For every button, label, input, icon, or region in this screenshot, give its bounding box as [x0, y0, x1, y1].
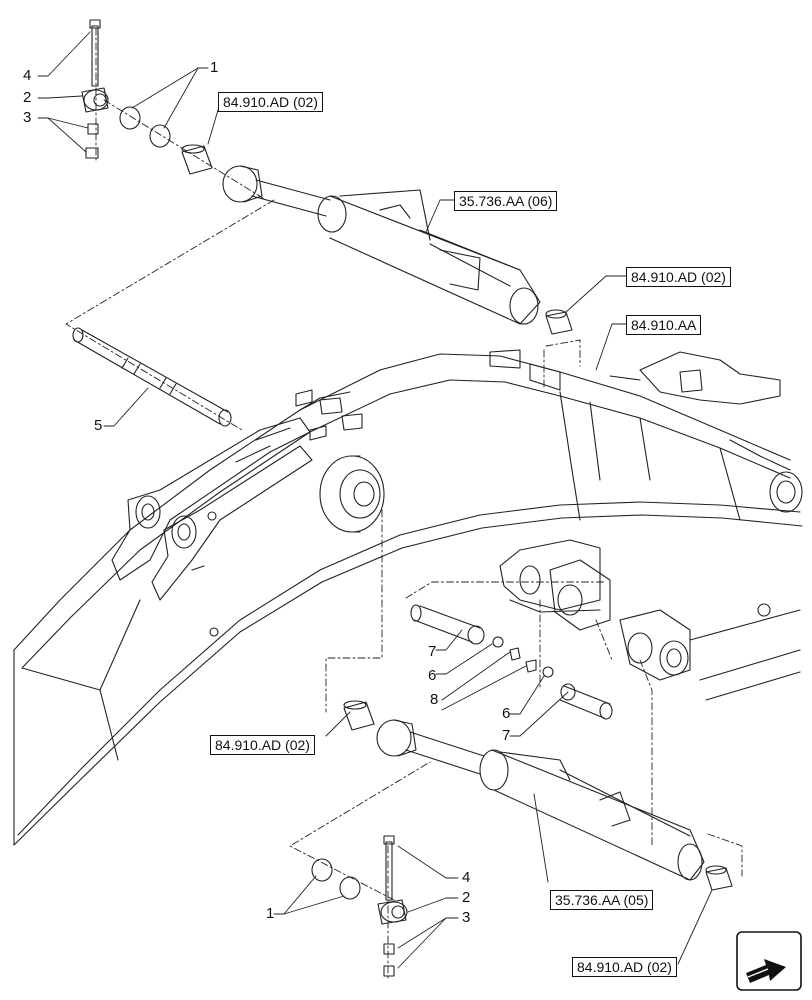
item-label-2-top: 2	[23, 89, 32, 106]
top-hardware	[81, 19, 171, 159]
bottom-cylinder	[376, 719, 705, 881]
bottom-hardware	[311, 835, 408, 977]
item-label-5: 5	[94, 417, 103, 434]
item-label-2-bottom: 2	[462, 889, 471, 906]
front-lug-plates	[111, 417, 313, 637]
phantom-lines	[65, 27, 743, 979]
middle-pins	[410, 604, 613, 720]
item-label-7-mid-a: 7	[428, 643, 437, 660]
ref-callout-cylinder-top[interactable]: 35.736.AA (06)	[454, 191, 558, 211]
lower-right-lugs	[499, 539, 801, 701]
ref-callout-bottom-bushing[interactable]: 84.910.AD (02)	[572, 957, 677, 977]
navigation-arrow-icon[interactable]	[736, 931, 802, 991]
pin-5	[72, 327, 232, 427]
ref-callout-boom[interactable]: 84.910.AA	[626, 315, 702, 335]
item-label-4-top: 4	[23, 67, 32, 84]
boom-outline	[13, 349, 803, 846]
ref-callout-cylinder-bottom[interactable]: 35.736.AA (05)	[550, 890, 654, 910]
top-cylinder	[222, 165, 541, 325]
item-label-1-top: 1	[210, 59, 219, 76]
item-label-7-mid-b: 7	[502, 727, 511, 744]
item-label-1-bottom: 1	[266, 905, 275, 922]
item-label-8: 8	[430, 691, 439, 708]
ref-callout-top-bushing[interactable]: 84.910.AD (02)	[218, 92, 323, 112]
ref-callout-left-bushing[interactable]: 84.910.AD (02)	[210, 735, 315, 755]
item-label-3-top: 3	[23, 109, 32, 126]
item-label-3-bottom: 3	[462, 909, 471, 926]
item-label-6-mid-b: 6	[502, 705, 511, 722]
item-label-6-mid-a: 6	[428, 667, 437, 684]
bushings	[181, 144, 733, 891]
item-label-4-bottom: 4	[462, 869, 471, 886]
ref-callout-right-bushing[interactable]: 84.910.AD (02)	[626, 267, 731, 287]
leader-lines	[37, 31, 713, 969]
boss-disc	[319, 455, 385, 533]
